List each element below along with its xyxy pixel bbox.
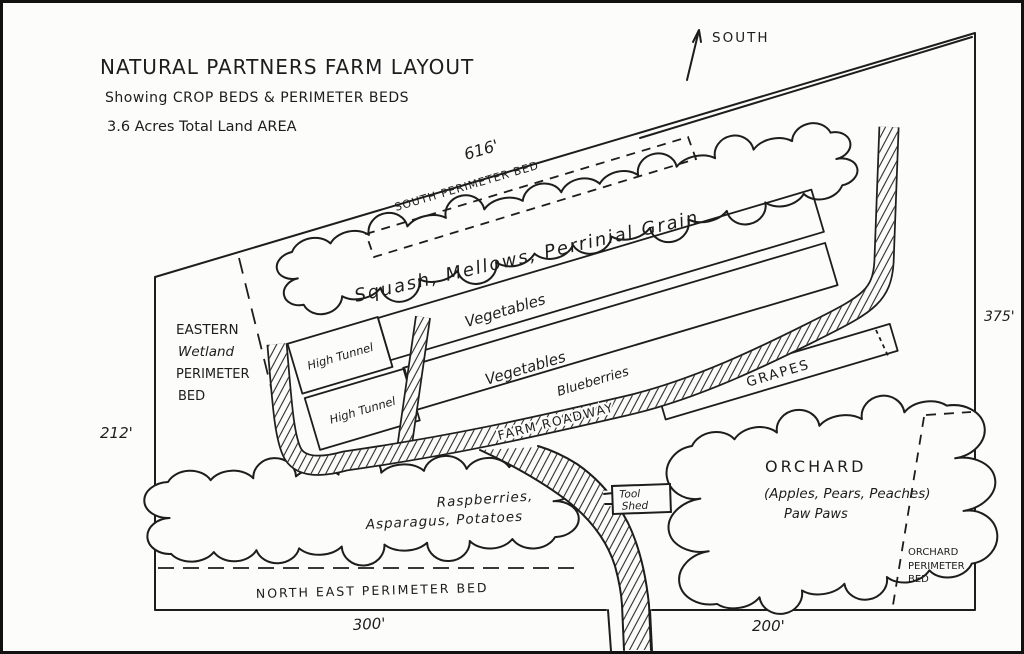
northeast-bed-label: NORTH EAST PERIMETER BED (256, 580, 489, 601)
acreage-note: 3.6 Acres Total Land AREA (107, 119, 297, 135)
orchard-bed-label-line3: BED (908, 574, 929, 585)
orchard-label-line3: Paw Paws (784, 507, 848, 522)
branch-outer-edge (479, 449, 625, 651)
eastern-bed-label-line2: Wetland (178, 344, 235, 360)
title-block: NATURAL PARTNERS FARM LAYOUT Showing CRO… (100, 55, 474, 135)
south-arrow-icon (686, 29, 702, 81)
compass-label: SOUTH (712, 30, 769, 46)
tool-shed-label-line2: Shed (622, 500, 649, 513)
orchard-bed-label-line1: ORCHARD (908, 547, 959, 558)
south-perimeter-bed-outline (364, 135, 698, 259)
dimension-labels: 616' 375' 212' 300' 200' (100, 136, 1015, 635)
eastern-bed-label-line4: BED (178, 389, 205, 404)
eastern-bed-label-line3: PERIMETER (176, 367, 250, 382)
dimension-east: 375' (984, 309, 1015, 325)
high-tunnel-1 (286, 316, 394, 395)
boundary-double-line (639, 36, 973, 139)
dimension-north-right: 200' (752, 617, 785, 635)
orchard-label-line1: ORCHARD (765, 457, 867, 476)
tool-shed-box (610, 482, 672, 516)
berry-patch-label-line1: Raspberries, (436, 488, 534, 511)
dimension-west: 212' (100, 424, 133, 442)
orchard-label-line2: (Apples, Pears, Peaches) (764, 486, 931, 502)
tool-shed-label-line1: Tool (619, 488, 640, 501)
eastern-bed-label-line1: EASTERN (176, 322, 239, 338)
orchard-cloud (665, 394, 999, 615)
orchard-bed-label-line2: PERIMETER (908, 561, 965, 572)
orchard-perimeter-dashed-line (892, 411, 972, 606)
squash-bed-cloud (275, 122, 859, 316)
page-subtitle: Showing CROP BEDS & PERIMETER BEDS (105, 90, 409, 106)
crop-clouds (143, 122, 999, 615)
tool-shed: Tool Shed (603, 482, 672, 516)
page-title: NATURAL PARTNERS FARM LAYOUT (100, 55, 474, 79)
compass: SOUTH (686, 29, 769, 81)
dimension-north-left: 300' (352, 614, 386, 634)
